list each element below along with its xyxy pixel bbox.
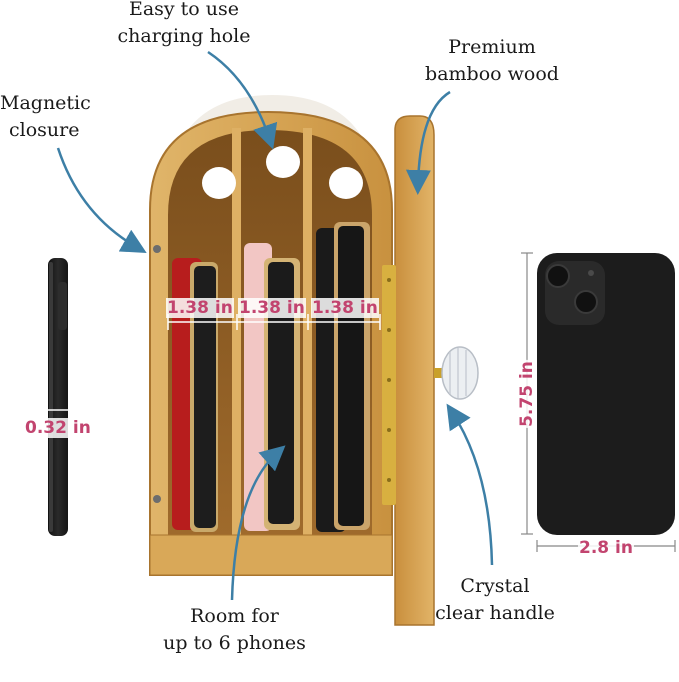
callout-handle: Crystal clear handle xyxy=(425,573,565,627)
callout-bamboo: Premium bamboo wood xyxy=(412,34,572,88)
callout-handle-line1: Crystal xyxy=(460,575,530,597)
callout-arrows xyxy=(56,50,494,601)
arrow-charging-hole xyxy=(207,50,278,150)
slot-width-label-3: 1.38 in xyxy=(311,298,379,318)
callout-bamboo-line2: bamboo wood xyxy=(425,63,559,85)
callout-handle-line2: clear handle xyxy=(435,602,555,624)
slot-width-label-2: 1.38 in xyxy=(238,298,306,318)
door xyxy=(382,115,435,626)
side-view-phone xyxy=(46,258,70,536)
callout-magnetic-line2: closure xyxy=(9,119,80,141)
arrow-bamboo xyxy=(405,90,451,195)
phone-height-label: 5.75 in xyxy=(516,360,537,428)
divider-2 xyxy=(303,128,312,546)
slot-width-label-1: 1.38 in xyxy=(166,298,234,318)
callout-room-line2: up to 6 phones xyxy=(163,632,306,654)
arrow-handle xyxy=(446,403,494,566)
front-view-phone xyxy=(537,253,675,535)
callout-charging-hole-line2: charging hole xyxy=(117,25,251,47)
callout-charging-hole-line1: Easy to use xyxy=(128,0,240,20)
callout-magnetic: Magnetic closure xyxy=(0,90,91,144)
arrow-magnetic xyxy=(56,147,147,253)
phone-thickness-label: 0.32 in xyxy=(24,418,92,438)
phone-width-label: 2.8 in xyxy=(578,538,634,558)
callout-magnetic-line1: Magnetic xyxy=(0,92,91,114)
callout-room-line1: Room for xyxy=(190,605,279,627)
crystal-handle xyxy=(434,346,479,400)
stored-phones xyxy=(172,222,370,532)
magnet-top xyxy=(153,245,161,253)
arrow-room xyxy=(230,445,286,601)
hinge xyxy=(382,265,396,505)
magnet-bottom xyxy=(153,495,161,503)
charging-hole-3 xyxy=(329,167,363,199)
callout-charging-hole: Easy to use charging hole xyxy=(104,0,264,50)
charging-hole-1 xyxy=(202,167,236,199)
charging-hole-2 xyxy=(266,146,300,178)
divider-1 xyxy=(232,128,241,546)
callout-bamboo-line1: Premium xyxy=(448,36,536,58)
callout-room: Room for up to 6 phones xyxy=(152,603,317,657)
